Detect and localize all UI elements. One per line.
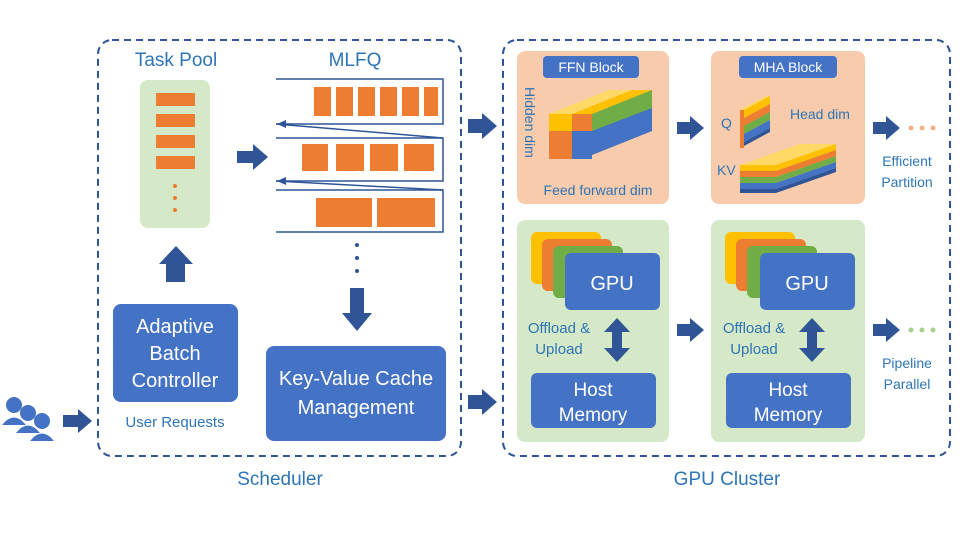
batch-controller-box	[113, 304, 238, 402]
gpu-label: GPU	[785, 273, 828, 295]
kv-cache-line1: Key-Value Cache	[279, 368, 433, 390]
right-arrow-icon	[63, 409, 92, 433]
right-arrow-icon	[873, 318, 900, 342]
task-pool-item	[156, 156, 195, 169]
efficient-partition-line2: Partition	[881, 174, 932, 190]
mlfq-feedback-arrowhead	[277, 120, 286, 128]
ffn-block-title: FFN Block	[558, 59, 624, 75]
task-pool-title: Task Pool	[135, 50, 217, 71]
up-arrow-icon	[159, 246, 193, 282]
offload-upload-line1: Offload &	[723, 320, 785, 337]
right-arrow-icon	[468, 389, 497, 415]
ellipsis-dot	[919, 125, 925, 131]
ffn-tensor-cube	[549, 90, 652, 159]
hidden-dim-label: Hidden dim	[522, 87, 538, 158]
host-memory-box	[531, 373, 656, 428]
ellipsis-dot	[930, 327, 936, 333]
ellipsis-dot	[355, 269, 359, 273]
right-arrow-icon	[468, 113, 497, 139]
ellipsis-dot	[173, 184, 177, 188]
q-tensor	[740, 96, 770, 148]
mlfq-queues	[275, 78, 444, 233]
right-arrow-icon	[677, 116, 704, 140]
right-arrow-icon	[237, 144, 268, 170]
batch-controller-line2: Batch	[149, 343, 200, 365]
mha-block-title: MHA Block	[754, 59, 823, 75]
offload-upload-line1: Offload &	[528, 320, 590, 337]
kv-cache-line2: Management	[298, 397, 415, 419]
feed-forward-dim-label: Feed forward dim	[544, 182, 653, 198]
q-label: Q	[721, 115, 732, 131]
down-arrow-icon	[342, 288, 372, 331]
batch-controller-line3: Controller	[132, 370, 219, 392]
efficient-partition-line1: Efficient	[882, 153, 932, 169]
up-down-arrow-icon	[604, 318, 630, 362]
head-dim-label: Head dim	[790, 106, 850, 122]
user-requests-label: User Requests	[125, 414, 224, 431]
mha-block-title-box	[739, 56, 837, 78]
ellipsis-dot	[919, 327, 925, 333]
ellipsis-dot	[355, 243, 359, 247]
ellipsis-dot	[908, 125, 914, 131]
ellipsis-dot	[908, 327, 914, 333]
ellipsis-dot	[930, 125, 936, 131]
host-memory-line1: Host	[573, 380, 613, 401]
kv-cache-box	[266, 346, 446, 441]
offload-upload-line2: Upload	[535, 341, 583, 358]
gpu-cluster-region	[502, 39, 951, 457]
ellipsis-dot	[173, 196, 177, 200]
task-pool-item	[156, 135, 195, 148]
ellipsis-dot	[173, 208, 177, 212]
users-icon	[2, 397, 54, 441]
ellipsis-dot	[355, 256, 359, 260]
gpu-box	[760, 253, 855, 310]
host-memory-line2: Memory	[559, 405, 628, 426]
task-pool-item	[156, 114, 195, 127]
gpu-cluster-label: GPU Cluster	[674, 469, 781, 490]
gpu-label: GPU	[590, 273, 633, 295]
pipeline-parallel-line2: Parallel	[884, 376, 931, 392]
scheduler-label: Scheduler	[237, 469, 323, 490]
host-memory-line2: Memory	[754, 405, 823, 426]
right-arrow-icon	[677, 318, 704, 342]
mlfq-title: MLFQ	[329, 50, 382, 71]
offload-upload-line2: Upload	[730, 341, 778, 358]
gpu-box	[565, 253, 660, 310]
right-arrow-icon	[873, 116, 900, 140]
kv-label: KV	[717, 162, 736, 178]
host-memory-box	[726, 373, 851, 428]
task-pool-item	[156, 93, 195, 106]
batch-controller-line1: Adaptive	[136, 316, 214, 338]
ffn-block-title-box	[543, 56, 639, 78]
mlfq-feedback-arrowhead	[277, 177, 286, 185]
mlfq-queue-items	[302, 87, 438, 227]
kv-tensor	[740, 144, 836, 193]
pipeline-parallel-line1: Pipeline	[882, 355, 932, 371]
host-memory-line1: Host	[768, 380, 808, 401]
up-down-arrow-icon	[799, 318, 825, 362]
